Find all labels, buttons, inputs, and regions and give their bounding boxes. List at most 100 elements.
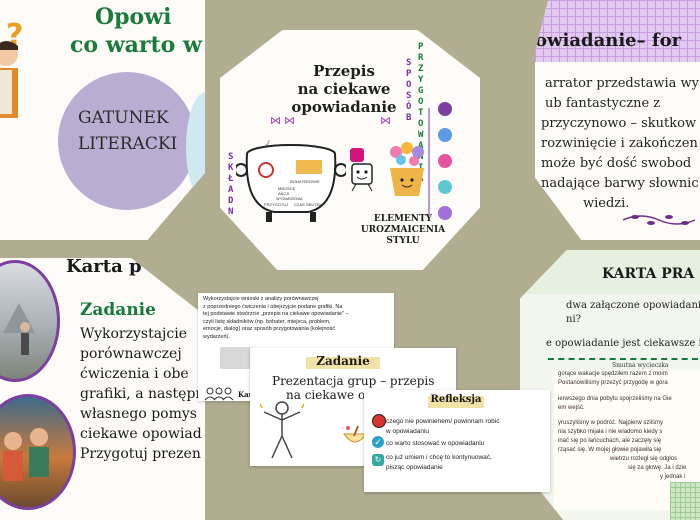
vine-decoration-icon: [621, 212, 697, 228]
mountain-hiker-image: [0, 260, 60, 382]
story-line: ierwszego dnia pobytu spojrzeliśmy na Gi…: [558, 396, 672, 402]
reflection-item: czego nie powinienem/ powinnam robić: [386, 418, 500, 425]
story-line: nia szybko mijała i nie wiadomo kiedy s: [558, 429, 663, 435]
worksheet-line: Wykorzystajcie: [80, 326, 187, 342]
genre-circle: [58, 72, 196, 210]
stop-icon: [372, 414, 386, 428]
step-dot: [438, 180, 452, 194]
step-dot: [438, 102, 452, 116]
step-dot: [438, 206, 452, 220]
story-line: Postanowiliśmy przeżyć przygodę w góra: [558, 380, 668, 386]
recipe-title-line1: Przepis: [313, 62, 375, 80]
form-line: wiedzi.: [583, 196, 630, 211]
form-title: owiadanie– for: [535, 30, 682, 51]
group-people-image: [220, 347, 252, 369]
puzzle-icon: [350, 148, 364, 162]
story-line: inać się po łańcuchach, ale zaczęły się: [558, 438, 662, 444]
presentation-task-heading: Zadanie: [316, 354, 370, 368]
story-title: Smutna wycieczka: [612, 362, 669, 369]
instruction-line: emocje, dialog) oraz sposób przygotowani…: [203, 326, 336, 332]
bow-icon: ⋈ ⋈: [270, 115, 296, 127]
slide-thumbnail-recipe[interactable]: Przepis na ciekawe opowiadanie ⋈ ⋈ ⋈ SPO…: [220, 30, 480, 270]
instruction-line: Wykorzystajcie wnioski z analizy porówna…: [203, 296, 319, 302]
practice-line: e opowiadanie jest ciekawsze i dlacz: [546, 338, 700, 349]
form-line: arrator przedstawia wy: [545, 76, 700, 91]
sposob-label: SPOSÓB: [406, 58, 412, 123]
instruction-line: tej podstawie stwórzcie „przepis na ciek…: [203, 311, 349, 317]
genre-label-line2: LITERACKI: [78, 134, 178, 154]
reflection-heading: Refleksja: [430, 394, 482, 405]
pot-label-effect: SKUTEK: [306, 202, 323, 207]
story-line: gorące wakacje spędziłem razem z moim: [558, 371, 668, 377]
form-line: ub fantastyczne z: [545, 96, 661, 111]
grid-footer-band: [670, 482, 700, 520]
worksheet-line: własnego pomys: [80, 406, 197, 422]
thinking-person-icon: [0, 40, 26, 130]
recipe-title-line3: opowiadanie: [291, 98, 397, 116]
pot-label-events: WYDARZENIA: [276, 196, 303, 201]
instruction-line: czyli listę składników (np. bohater, mie…: [203, 318, 331, 325]
worksheet-line: porównawczej: [80, 346, 182, 362]
practice-line: ni?: [566, 314, 581, 325]
pot-label-place: MIEJSCE AKCJI: [278, 186, 296, 196]
cooking-pot-icon: [236, 140, 346, 228]
step-dot: [438, 154, 452, 168]
practice-line: dwa załączone opowiadania i: [566, 300, 700, 311]
pot-label-time: CZAS: [294, 202, 305, 207]
reflection-item: co warto stosować w opowiadaniu: [386, 440, 485, 447]
recipe-title-line2: na ciekawe: [297, 80, 391, 98]
step-dot: [438, 128, 452, 142]
practice-card-title: KARTA PRA: [602, 266, 695, 282]
instruction-line: wydarzeń).: [203, 333, 230, 340]
elements-line1: ELEMENTY: [373, 214, 433, 224]
slide-title-line1: Opowi: [95, 4, 172, 30]
slide-thumbnail-practice-card[interactable]: KARTA PRA dwa załączone opowiadania i ni…: [520, 250, 700, 520]
instruction-line: z poprzedniego ćwiczenia i obejrzyjcie p…: [203, 303, 343, 310]
form-line: rozwinięcie i zakończen: [541, 136, 698, 151]
title-highlight: [428, 396, 484, 408]
elements-line3: STYLU: [386, 236, 420, 246]
reflection-item: pisząc opowiadanie: [386, 464, 443, 471]
repeat-icon: ↻: [372, 454, 384, 466]
reflection-card[interactable]: Refleksja ✓ ↻ czego nie powinienem/ powi…: [364, 390, 550, 492]
elements-line2: UROZMAICENIA: [360, 225, 446, 235]
worksheet-line: ćwiczenia i obe: [80, 366, 189, 382]
worksheet-line: Przygotuj prezen: [80, 446, 201, 462]
worksheet-title: Karta p: [66, 258, 142, 277]
worksheet-line: grafiki, a następn: [80, 386, 205, 402]
skladniki-label: SKŁADN: [228, 152, 234, 217]
card-partial-label: Kar: [238, 390, 253, 399]
flower-pot-icon: [384, 142, 430, 198]
presentation-task-line2: na ciekawe opo: [286, 388, 381, 402]
form-line: przyczynowo – skutkow: [541, 116, 697, 131]
step-connector: [428, 108, 430, 216]
story-line: em wejść.: [558, 405, 585, 411]
story-line: rząsać się. W mojej głowie pojawiła się: [558, 447, 662, 453]
story-line: wietrzu rozległ się odgłos: [610, 456, 678, 462]
title-highlight: [306, 357, 380, 369]
dashed-divider: [548, 358, 698, 360]
person-stretching-icon: [260, 400, 304, 462]
form-line: może być dość swobod: [541, 156, 692, 171]
story-line: y jednak i: [660, 474, 686, 480]
genre-label-line1: GATUNEK: [78, 108, 169, 128]
kids-hiking-image: [0, 394, 76, 510]
form-line: nadające barwy słownic: [541, 176, 699, 191]
worksheet-line: ciekawe opowiad: [80, 426, 202, 442]
genre-circle-accent: [186, 92, 205, 202]
character-icon: [342, 160, 382, 192]
slide-thumbnail-form[interactable]: owiadanie– for arrator przedstawia wy ub…: [535, 0, 700, 240]
slide-thumbnail-worksheet[interactable]: Karta p Zadanie Wykorzystajcie porównawc…: [0, 258, 205, 520]
bow-icon: ⋈: [380, 115, 391, 127]
reflection-item: w opowiadaniu: [386, 428, 430, 435]
pot-label-prepare: PRZYGOTUJ: [264, 202, 289, 207]
grid-header-band: [535, 0, 700, 62]
story-line: yruszyliśmy w podróż. Najpierw szliśmy: [558, 420, 664, 426]
worksheet-heading: Zadanie: [80, 300, 156, 320]
slide-thumbnail-genre[interactable]: Opowi co warto w ? GATUNEK LITERACKI: [0, 0, 205, 240]
slide-title-line2: co warto w: [70, 32, 202, 58]
reflection-item: co już umiem i chcę to kontynuować,: [386, 454, 492, 461]
story-line: się za głowę. Ja i dzie: [628, 465, 687, 471]
team-icon: [204, 387, 234, 401]
check-icon: ✓: [372, 436, 384, 448]
